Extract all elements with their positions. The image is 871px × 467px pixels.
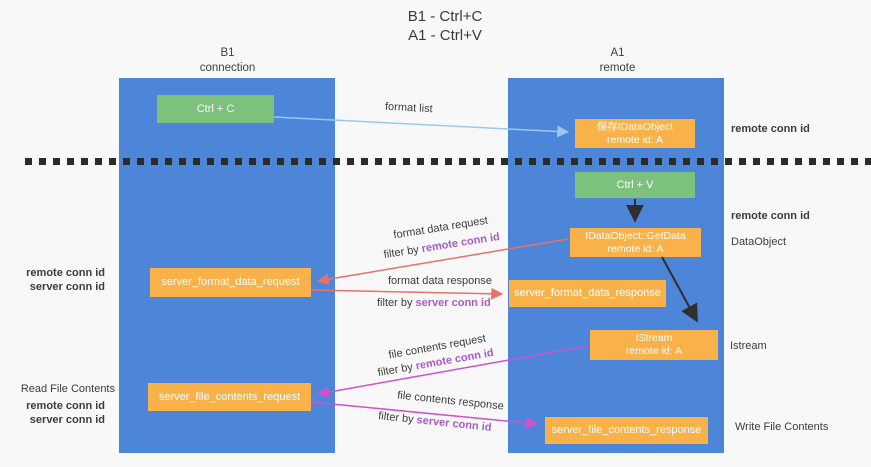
save-idataobject-line2: remote id: A (606, 133, 664, 146)
istream-line2: remote id: A (625, 345, 683, 357)
save-idataobject-box: 保存IDataObject remote id: A (575, 119, 695, 148)
write-file-contents-text: Write File Contents (735, 421, 829, 433)
filter-by-text: filter by (377, 410, 418, 427)
idataobject-getdata-line2: remote id: A (607, 242, 664, 255)
remote-conn-id-text: remote conn id (26, 267, 105, 279)
ctrl-v-box: Ctrl + V (575, 172, 695, 198)
ctrl-c-label: Ctrl + C (196, 102, 235, 115)
file-contents-response-text: file contents response (396, 389, 505, 413)
diagram-title: B1 - Ctrl+C A1 - Ctrl+V (295, 7, 595, 45)
server-conn-id-text: server conn id (415, 297, 491, 309)
istream-line1: IStream (635, 332, 673, 344)
left-remote-conn-id-file-label: remote conn id (10, 400, 105, 412)
format-list-text: format list (384, 100, 433, 116)
dashed-separator-line (25, 158, 871, 165)
right-column-name: A1 (610, 47, 625, 59)
server-format-data-request-label: server_format_data_request (161, 276, 300, 288)
left-server-conn-id-format-label: server conn id (10, 281, 105, 293)
title-line-2: A1 - Ctrl+V (408, 27, 482, 44)
idataobject-getdata-line1: IDataObject::GetData (585, 229, 686, 242)
server-conn-id-text: server conn id (29, 414, 105, 426)
read-file-contents-label: Read File Contents (10, 383, 115, 395)
filter-by-server-conn-id-label-2: filter by server conn id (378, 410, 492, 434)
format-list-label: format list (385, 101, 433, 115)
istream-box: IStream remote id: A (590, 330, 718, 360)
ctrl-v-label: Ctrl + V (616, 178, 654, 191)
dataobject-label: DataObject (731, 236, 786, 248)
write-file-contents-label: Write File Contents (735, 421, 828, 433)
right-column-role: remote (599, 62, 636, 74)
server-file-contents-request-label: server_file_contents_request (158, 390, 301, 403)
remote-conn-id-text: remote conn id (26, 400, 105, 412)
right-remote-conn-id-mid-label: remote conn id (731, 210, 810, 222)
server-file-contents-response-box: server_file_contents_response (545, 417, 708, 444)
dataobject-text: DataObject (731, 236, 787, 248)
istream-side-label: Istream (730, 340, 767, 352)
remote-conn-id-text: remote conn id (731, 123, 810, 135)
filter-by-server-conn-id-label-1: filter by server conn id (377, 297, 491, 309)
right-remote-conn-id-top-label: remote conn id (731, 123, 810, 135)
left-column-role: connection (199, 62, 256, 74)
left-column-header: B1 connection (160, 46, 295, 76)
title-line-1: B1 - Ctrl+C (407, 8, 483, 25)
filter-by-text: filter by (377, 297, 416, 309)
filter-by-text: filter by (376, 360, 417, 380)
read-file-contents-text: Read File Contents (20, 383, 115, 395)
istream-text: Istream (730, 340, 767, 352)
save-idataobject-line1: 保存IDataObject (596, 120, 674, 133)
server-format-data-response-label: server_format_data_response (514, 287, 661, 299)
ctrl-c-box: Ctrl + C (157, 95, 274, 123)
remote-conn-id-text: remote conn id (731, 210, 810, 222)
server-file-contents-response-label: server_file_contents_response (551, 424, 702, 436)
format-data-response-arrow (310, 287, 504, 300)
server-format-data-response-box: server_format_data_response (509, 280, 666, 307)
left-remote-conn-id-format-label: remote conn id (10, 267, 105, 279)
server-format-data-request-box: server_format_data_request (150, 268, 311, 297)
server-conn-id-text: server conn id (415, 414, 493, 434)
left-column-name: B1 (220, 47, 235, 59)
filter-by-text: filter by (382, 243, 423, 262)
format-data-response-text: format data response (388, 275, 492, 287)
server-file-contents-request-box: server_file_contents_request (148, 383, 311, 411)
file-contents-response-label: file contents response (397, 389, 505, 412)
server-conn-id-text: server conn id (29, 281, 105, 293)
format-data-response-label: format data response (388, 275, 492, 287)
right-column-header: A1 remote (550, 46, 685, 76)
left-server-conn-id-file-label: server conn id (10, 414, 105, 426)
idataobject-getdata-box: IDataObject::GetData remote id: A (570, 228, 701, 257)
